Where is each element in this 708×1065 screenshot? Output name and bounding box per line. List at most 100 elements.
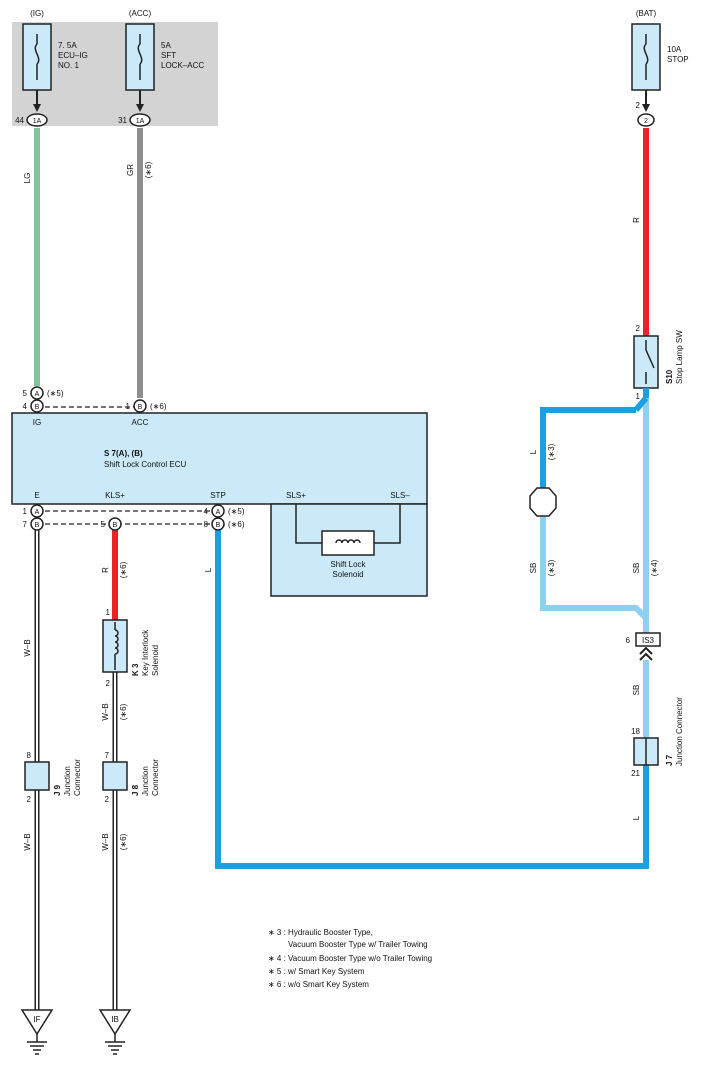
svg-text:B: B: [35, 404, 40, 411]
k3-pin1: 1: [106, 608, 111, 617]
label-sb-mid: SB: [632, 685, 641, 696]
junction-j8: [102, 761, 128, 791]
j7-pin21: 21: [631, 769, 640, 778]
stop-lamp-switch: [633, 335, 659, 398]
label-wb-mid1-note: (∗6): [119, 703, 128, 720]
ecu-pin-stp: STP: [210, 491, 226, 500]
label-sb-loop: SB: [529, 563, 538, 574]
key-interlock-solenoid: [102, 619, 128, 673]
j8-pin2: 2: [105, 795, 110, 804]
fuse-ig-name1: ECU–IG: [58, 51, 88, 60]
svg-text:B: B: [216, 522, 221, 529]
svg-text:A: A: [35, 391, 40, 398]
junction-j7: [633, 737, 659, 766]
label-r-top: R: [632, 217, 641, 223]
wire-sb-loop[interactable]: [540, 510, 649, 621]
k3-name2: Solenoid: [151, 645, 160, 676]
fuse-ig-name2: NO. 1: [58, 61, 79, 70]
wire-l-bottom[interactable]: [215, 530, 649, 869]
j7-name: Junction Connector: [675, 697, 684, 766]
connector-1a-acc: 1A: [129, 113, 151, 127]
shift-lock-solenoid: [295, 504, 401, 556]
terminal-stp-b-note: (∗6): [228, 520, 245, 529]
pin-acc-31: 31: [118, 116, 127, 125]
ecu-box: [11, 412, 428, 505]
j7-pin18: 18: [631, 727, 640, 736]
label-gr-note: (∗6): [144, 161, 153, 178]
ground-if: [20, 1009, 54, 1055]
fuse-acc-name2: LOCK–ACC: [161, 61, 204, 70]
solenoid-label-2: Solenoid: [332, 570, 363, 579]
svg-text:B: B: [35, 522, 40, 529]
ecu-name: Shift Lock Control ECU: [104, 460, 186, 469]
terminal-e-b-num: 7: [23, 520, 28, 529]
label-lg: LG: [23, 173, 32, 184]
note-5: ∗ 5 : w/ Smart Key System: [268, 967, 365, 976]
fuse-bat: [631, 23, 661, 112]
terminal-ig-b-num: 4: [23, 402, 28, 411]
fuse-bat-rating: 10A: [667, 45, 682, 54]
terminal-stp-a-note: (∗5): [228, 507, 245, 516]
connector-1a-ig: 1A: [26, 113, 48, 127]
stop-sw-pin1: 1: [636, 392, 641, 401]
terminal-stp-b-num: 8: [204, 520, 209, 529]
label-l-loop-note: (∗3): [547, 443, 556, 460]
svg-text:1A: 1A: [136, 118, 145, 125]
stop-sw-pin2: 2: [636, 324, 641, 333]
j9-pin2: 2: [27, 795, 32, 804]
j9-code: J 9: [53, 784, 62, 796]
label-sb-right: SB: [632, 563, 641, 574]
j9-name2: Connector: [73, 759, 82, 796]
note-3a: ∗ 3 : Hydraulic Booster Type,: [268, 928, 373, 937]
ground-ib: [98, 1009, 132, 1055]
terminal-stp-a-num: 4: [204, 507, 209, 516]
svg-text:B: B: [113, 522, 118, 529]
label-l-bottom: L: [632, 815, 641, 820]
terminal-kls-num: 5: [101, 520, 106, 529]
label-l-loop: L: [529, 449, 538, 454]
note-6: ∗ 6 : w/o Smart Key System: [268, 980, 369, 989]
terminal-acc-b: B: [133, 399, 147, 413]
footnotes: ∗ 3 : Hydraulic Booster Type, Vacuum Boo…: [268, 928, 432, 989]
j8-pin7: 7: [105, 751, 110, 760]
fuse-acc-name1: SFT: [161, 51, 176, 60]
fuse-ig: [22, 23, 52, 112]
ecu-pin-acc: ACC: [132, 418, 149, 427]
j8-name2: Connector: [151, 759, 160, 796]
svg-text:A: A: [35, 509, 40, 516]
stop-sw-code: S10: [665, 369, 674, 384]
ground-ib-label: IB: [111, 1015, 119, 1024]
terminal-stp-a: A: [211, 504, 225, 518]
j9-pin8: 8: [27, 751, 32, 760]
label-wb-mid2-note: (∗6): [119, 833, 128, 850]
label-gr: GR: [126, 164, 135, 176]
svg-text:2: 2: [644, 118, 648, 125]
fuse-acc-source: (ACC): [129, 9, 152, 18]
wire-l-loop[interactable]: [540, 407, 636, 488]
j7-code: J 7: [665, 754, 674, 766]
k3-name1: Key Interlock: [141, 629, 150, 676]
label-sb-loop-note: (∗3): [547, 559, 556, 576]
ground-if-label: IF: [33, 1015, 40, 1024]
label-r-kls-note: (∗6): [119, 561, 128, 578]
fuse-bat-name: STOP: [667, 55, 689, 64]
ecu-code: S 7(A), (B): [104, 449, 143, 458]
joint-octagon: [529, 487, 557, 517]
terminal-e-a-num: 1: [23, 507, 28, 516]
terminal-kls-b: B: [108, 517, 122, 531]
svg-text:1A: 1A: [33, 118, 42, 125]
terminal-acc-num: 1: [126, 402, 131, 411]
label-l-stp: L: [204, 567, 213, 572]
ecu-pin-e: E: [34, 491, 39, 500]
label-wb-mid1: W–B: [101, 703, 110, 720]
stop-sw-name: Stop Lamp SW: [675, 330, 684, 384]
fuse-acc: [125, 23, 155, 112]
pin-ig-44: 44: [15, 116, 24, 125]
ecu-pin-ig: IG: [33, 418, 41, 427]
connector-is3: IS3: [635, 632, 661, 661]
svg-text:A: A: [216, 509, 221, 516]
svg-text:B: B: [138, 404, 143, 411]
label-sb-right-note: (∗4): [650, 559, 659, 576]
ecu-pin-sls-minus: SLS–: [390, 491, 410, 500]
